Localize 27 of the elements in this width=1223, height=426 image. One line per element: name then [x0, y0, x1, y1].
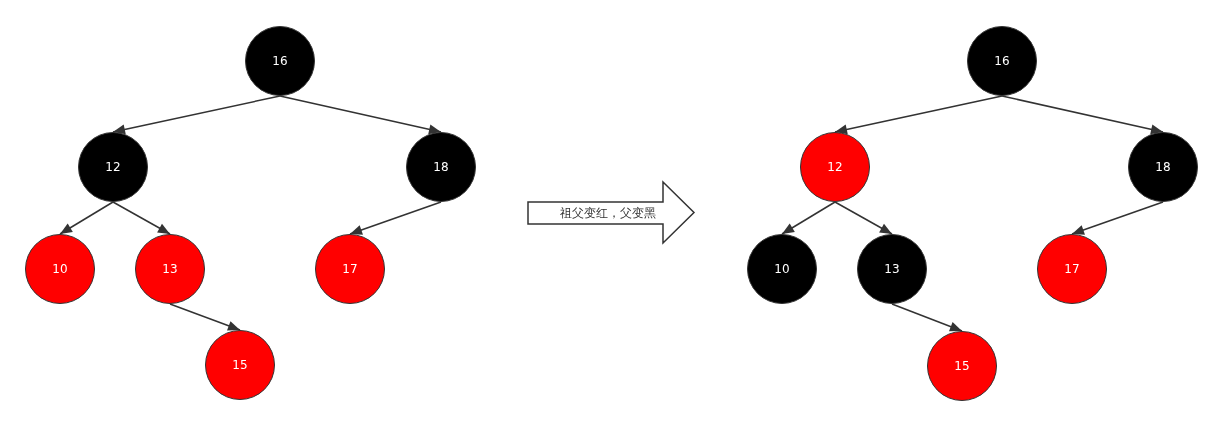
arrow	[1071, 201, 1164, 235]
tree-node: 18	[406, 132, 476, 202]
arrow	[781, 201, 836, 235]
tree-node: 15	[205, 330, 275, 400]
tree-node: 10	[25, 234, 95, 304]
arrow	[349, 201, 442, 235]
arrow	[169, 303, 241, 331]
tree-node: 12	[800, 132, 870, 202]
arrow	[59, 201, 114, 235]
tree-node: 13	[857, 234, 927, 304]
arrow	[112, 95, 281, 135]
tree-node: 17	[1037, 234, 1107, 304]
tree-node: 15	[927, 331, 997, 401]
tree-node: 16	[967, 26, 1037, 96]
arrow	[112, 201, 171, 235]
tree-node: 17	[315, 234, 385, 304]
tree-node: 12	[78, 132, 148, 202]
arrow	[834, 95, 1003, 135]
arrow	[834, 201, 893, 235]
arrow	[1001, 95, 1164, 135]
tree-node: 13	[135, 234, 205, 304]
tree-node: 18	[1128, 132, 1198, 202]
tree-node: 16	[245, 26, 315, 96]
block-arrow: 祖父变红，父变黑	[528, 181, 695, 244]
arrow	[891, 303, 963, 332]
arrow	[279, 95, 442, 135]
tree-node: 10	[747, 234, 817, 304]
